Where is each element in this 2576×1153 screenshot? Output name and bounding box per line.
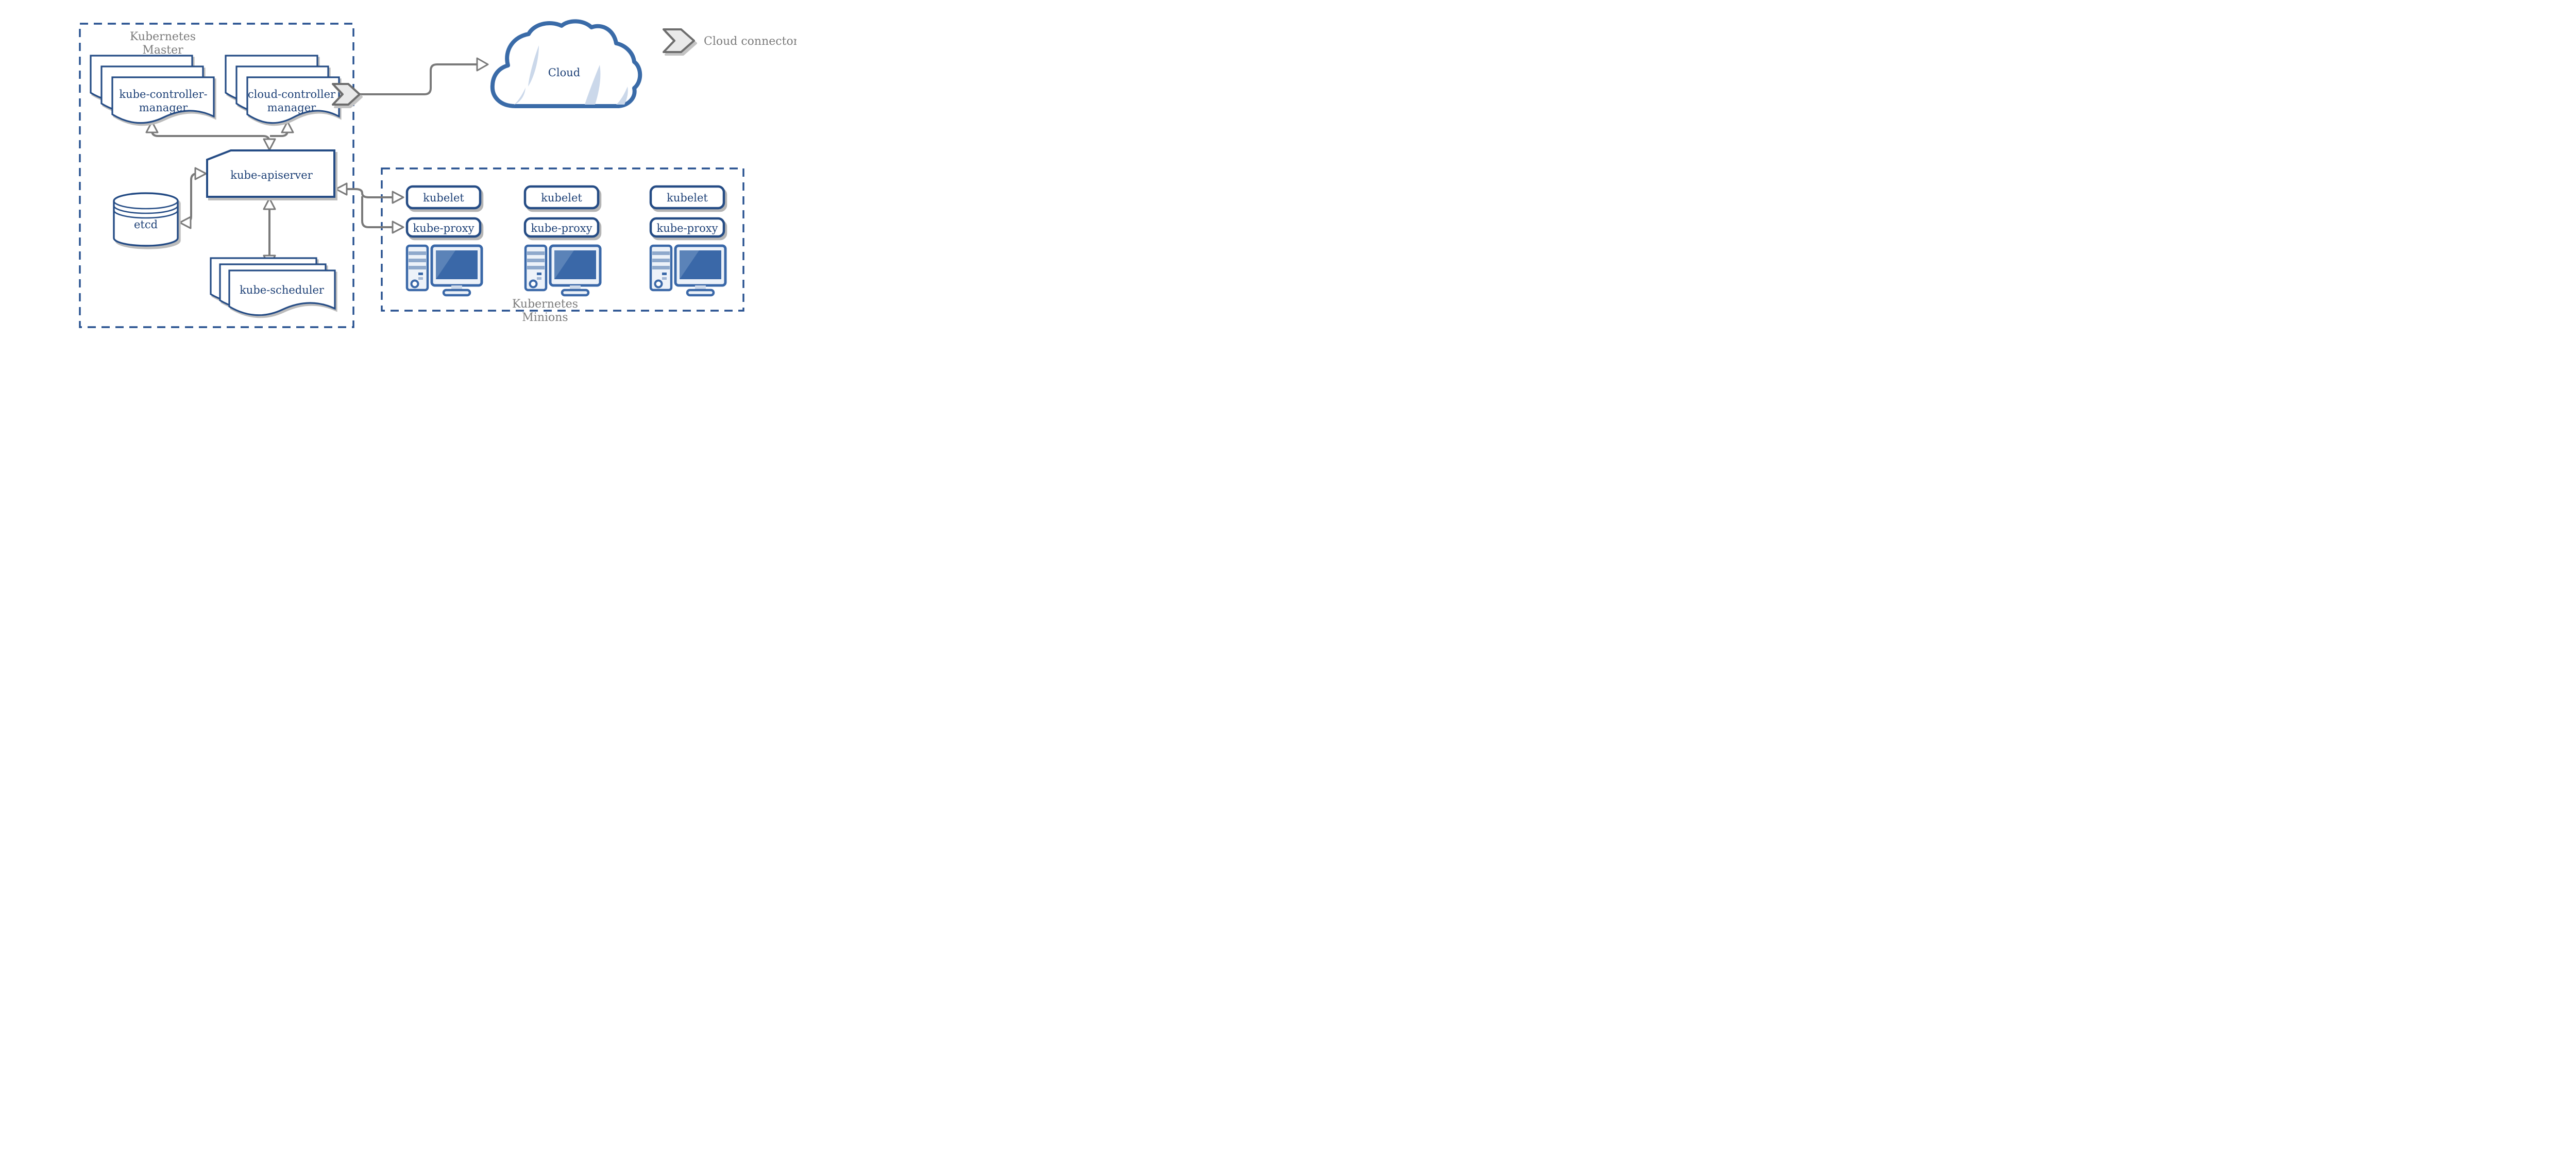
master-title-line1: Kubernetes (130, 30, 196, 43)
arrowhead-into-kubelet (392, 191, 404, 204)
kube-proxy-label-2: kube-proxy (531, 222, 592, 234)
tower-stripe (409, 266, 426, 269)
arrowhead-up-cloud-controller (281, 121, 294, 133)
tower-stripe (527, 266, 545, 269)
cloud-shape (490, 19, 642, 108)
etcd-ring-3 (113, 210, 179, 219)
document-sheet-front (246, 76, 340, 124)
kube-proxy-label-3: kube-proxy (656, 222, 718, 234)
arrowhead-into-apiserver-left (194, 167, 207, 180)
computer-icon-3 (649, 244, 727, 297)
etcd-ring-1 (113, 200, 179, 210)
legend-cloud-connector: Cloud connector (663, 28, 796, 53)
tower-stripe (652, 251, 670, 255)
arrow-chevron-cloud (360, 57, 489, 95)
tower-power-button (410, 279, 419, 289)
cloud-connector-chevron-icon (332, 83, 361, 106)
tower-vent (418, 277, 423, 280)
minion-column-2: kubelet kube-proxy (523, 185, 602, 297)
cloud-shine-1 (528, 45, 539, 87)
legend-chevron-icon (663, 28, 695, 53)
kube-proxy-box-2 (523, 217, 600, 238)
tower-stripe (652, 266, 670, 269)
etcd-cylinder (113, 192, 179, 247)
tower-vent (662, 273, 667, 275)
cloud-label: Cloud (548, 66, 580, 79)
tower-vent (662, 277, 667, 280)
cloud-shine-3 (585, 65, 601, 105)
node-kube-apiserver: kube-apiserver (206, 149, 335, 198)
minion-column-1: kubelet kube-proxy (405, 185, 483, 297)
arrow-apiserver-kubelet-proxy (335, 182, 404, 234)
kubelet-box-1 (405, 185, 482, 210)
monitor-base (686, 289, 715, 297)
tower-stripe (409, 251, 426, 255)
cloud-controller-manager-label-line2: manager (267, 101, 316, 114)
monitor-base (561, 289, 590, 297)
kubelet-label-3: kubelet (667, 192, 708, 204)
minion-column-3: kubelet kube-proxy (649, 185, 727, 297)
arrow-controllers-apiserver (145, 121, 294, 151)
arrowhead-into-apiserver-right (335, 182, 348, 196)
node-cloud-controller-manager: cloud-controller manager (225, 55, 340, 124)
kubelet-label-2: kubelet (541, 192, 582, 204)
tower-stripe (527, 259, 545, 262)
node-etcd: etcd (113, 192, 179, 247)
minions-group-box (381, 167, 744, 312)
kube-controller-manager-label-line1: kube-controller- (119, 88, 207, 100)
tower-stripe (527, 251, 545, 255)
kube-proxy-label-1: kube-proxy (413, 222, 474, 234)
arrowhead-up-kube-controller (145, 121, 159, 133)
arrowhead-into-etcd (179, 216, 192, 229)
kube-scheduler-label: kube-scheduler (240, 284, 325, 296)
kube-controller-manager-label-line2: manager (139, 101, 188, 114)
document-sheet-front (111, 76, 215, 124)
etcd-ring-2 (113, 205, 179, 214)
node-cloud: Cloud (490, 19, 642, 108)
tower-vent (537, 277, 541, 280)
kubelet-box-2 (523, 185, 600, 210)
minions-title-line1: Kubernetes (512, 298, 578, 311)
kube-apiserver-shape (206, 149, 335, 198)
monitor-stand (570, 285, 581, 290)
monitor-screen-shine (554, 250, 574, 279)
monitor-stand (451, 285, 462, 290)
node-kube-controller-manager: kube-controller- manager (90, 55, 215, 124)
etcd-label: etcd (134, 218, 158, 231)
tower-power-button (654, 279, 663, 289)
kubelet-label-1: kubelet (423, 192, 464, 204)
master-title-line2: Master (142, 44, 183, 57)
arrow-apiserver-etcd (179, 167, 207, 229)
tower-stripe (652, 259, 670, 262)
cloud-shine-4 (616, 87, 628, 105)
master-group-box (79, 23, 354, 328)
arrowhead-into-kube-proxy (392, 221, 404, 234)
kubelet-box-3 (649, 185, 725, 210)
tower-power-button (529, 279, 538, 289)
kube-proxy-box-1 (405, 217, 482, 238)
node-kube-scheduler: kube-scheduler (210, 257, 336, 316)
arrowhead-down-apiserver (263, 138, 276, 151)
tower-vent (418, 273, 423, 275)
cloud-controller-manager-label-line1: cloud-controller (248, 88, 336, 100)
computer-icon-1 (405, 244, 483, 297)
document-sheet-front (228, 269, 336, 316)
tower-vent (537, 273, 541, 275)
arrow-apiserver-scheduler (263, 197, 276, 267)
monitor-base (442, 289, 471, 297)
monitor-screen-shine (680, 250, 699, 279)
diagram-canvas: Kubernetes Master kube (79, 19, 796, 328)
arrowhead-up-apiserver-bottom (263, 197, 276, 210)
arrowhead-into-cloud (476, 57, 489, 72)
tower-stripe (409, 259, 426, 262)
monitor-stand (695, 285, 706, 290)
kubernetes-architecture-diagram: Kubernetes Master kube (0, 0, 796, 345)
kube-proxy-box-3 (649, 217, 725, 238)
kube-apiserver-label: kube-apiserver (230, 169, 313, 181)
monitor-screen-shine (436, 250, 455, 279)
legend-label: Cloud connector (704, 35, 796, 48)
computer-icon-2 (524, 244, 602, 297)
minions-title-line2: Minions (522, 311, 568, 324)
